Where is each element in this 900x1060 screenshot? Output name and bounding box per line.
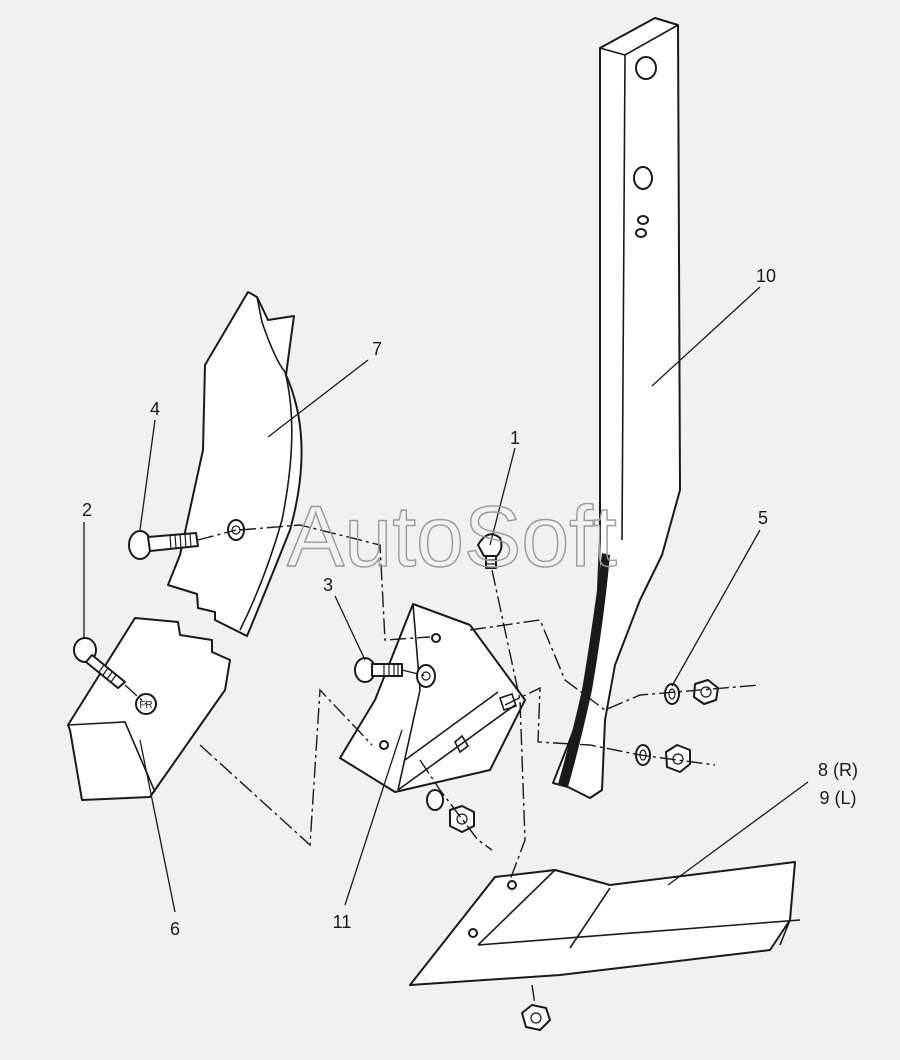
callout-4: 4	[150, 399, 160, 419]
watermark-text: AutoSoft	[287, 489, 617, 585]
callout-3: 3	[323, 575, 333, 595]
callout-8: 8 (R)	[818, 760, 858, 780]
part-1-bolt	[477, 533, 503, 569]
part-4-bolt	[128, 530, 199, 560]
leader-lines	[83, 286, 809, 913]
callout-6: 6	[170, 919, 180, 939]
assembly-center-lines	[124, 524, 761, 1006]
callout-5: 5	[758, 508, 768, 528]
part-7-upper-wing	[167, 291, 303, 637]
callout-11: 11	[333, 912, 352, 932]
part-5-washers-nuts	[426, 679, 719, 1031]
callout-2: 2	[82, 500, 92, 520]
callout-1: 1	[510, 428, 520, 448]
callout-7: 7	[372, 339, 382, 359]
callout-9: 9 (L)	[819, 788, 856, 808]
part-8-9-share	[409, 861, 801, 986]
part-11-center-plate	[339, 603, 526, 793]
callout-10: 10	[756, 266, 776, 286]
part-2-bolt	[73, 637, 126, 689]
part-6-lower-wing: FR	[67, 617, 231, 801]
svg-text:FR: FR	[139, 700, 152, 711]
part-10-shank	[552, 17, 681, 799]
part-3-bolt	[354, 657, 403, 683]
